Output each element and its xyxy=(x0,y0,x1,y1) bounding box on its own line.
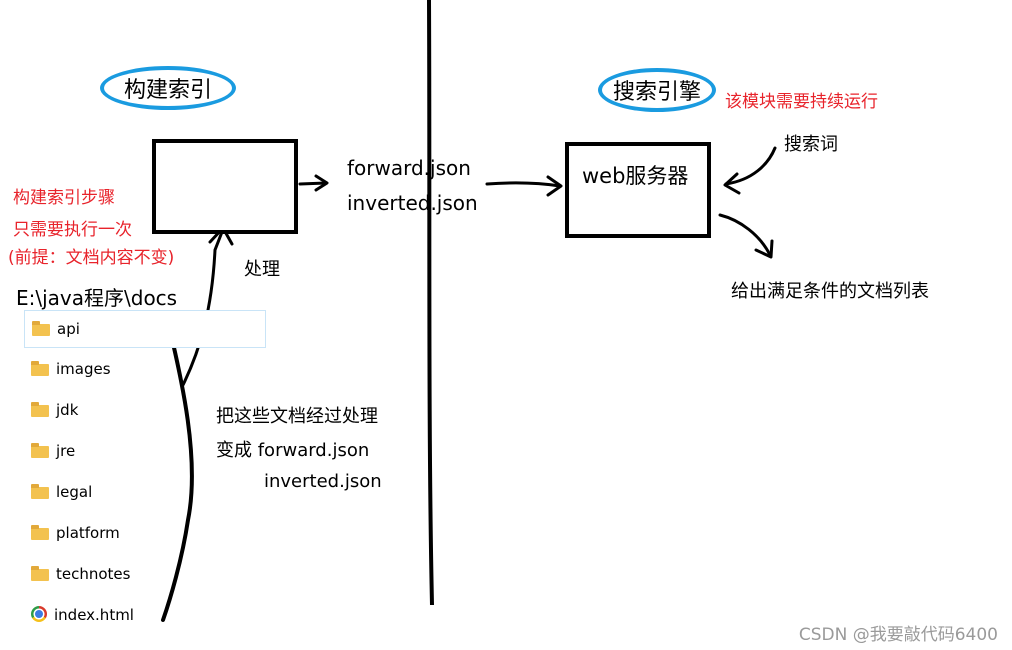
folder-icon xyxy=(32,321,50,336)
explanation-line-1: 把这些文档经过处理 xyxy=(216,406,378,427)
arrow-search-term xyxy=(724,146,777,186)
arrow-to-server xyxy=(485,181,562,188)
folder-icon xyxy=(31,402,49,417)
file-name: jdk xyxy=(56,401,79,419)
file-name: technotes xyxy=(56,565,131,583)
file-item-index-html[interactable]: index.html xyxy=(24,597,134,633)
file-name: platform xyxy=(56,524,120,542)
search-engine-title-text: 搜索引擎 xyxy=(612,80,701,105)
index-process-box xyxy=(152,139,298,234)
docs-bracket xyxy=(161,320,194,622)
watermark: CSDN @我要敲代码6400 xyxy=(798,625,998,645)
arrow-result xyxy=(718,213,772,257)
file-name: jre xyxy=(56,442,76,460)
arrow-to-outputs xyxy=(298,181,328,186)
folder-icon xyxy=(31,525,49,540)
folder-icon xyxy=(31,566,49,581)
web-server-label: web服务器 xyxy=(582,164,689,188)
explanation-line-2: 变成 forward.json xyxy=(216,440,370,461)
web-server-box: web服务器 xyxy=(565,142,711,238)
result-label: 给出满足条件的文档列表 xyxy=(731,281,929,302)
file-name: index.html xyxy=(54,606,134,624)
file-name: legal xyxy=(56,483,93,501)
search-engine-title: 搜索引擎 xyxy=(598,68,716,112)
note-line-2: 只需要执行一次 xyxy=(13,220,132,240)
file-item-platform[interactable]: platform xyxy=(24,515,120,551)
divider-line xyxy=(427,0,434,606)
folder-icon xyxy=(31,443,49,458)
build-index-title-text: 构建索引 xyxy=(123,78,212,103)
folder-icon xyxy=(31,484,49,499)
output-forward-json: forward.json xyxy=(347,156,471,180)
file-name: images xyxy=(56,360,111,378)
arrow-docs-to-box xyxy=(181,230,224,387)
process-label: 处理 xyxy=(244,259,280,280)
docs-path: E:\java程序\docs xyxy=(16,286,178,310)
output-inverted-json: inverted.json xyxy=(347,191,478,215)
note-line-1: 构建索引步骤 xyxy=(13,188,115,208)
file-item-technotes[interactable]: technotes xyxy=(24,556,130,592)
note-line-3: (前提：文档内容不变) xyxy=(8,248,175,268)
file-item-images[interactable]: images xyxy=(24,351,111,387)
file-item-api[interactable]: api xyxy=(24,310,266,348)
file-name: api xyxy=(57,320,80,338)
search-term-label: 搜索词 xyxy=(784,134,838,155)
build-index-title: 构建索引 xyxy=(100,66,236,110)
file-item-jdk[interactable]: jdk xyxy=(24,392,78,428)
file-item-legal[interactable]: legal xyxy=(24,474,92,510)
explanation-line-3: inverted.json xyxy=(264,471,382,492)
folder-icon xyxy=(31,361,49,376)
chrome-icon xyxy=(31,606,47,623)
search-engine-note: 该模块需要持续运行 xyxy=(725,92,878,112)
file-item-jre[interactable]: jre xyxy=(24,433,75,469)
